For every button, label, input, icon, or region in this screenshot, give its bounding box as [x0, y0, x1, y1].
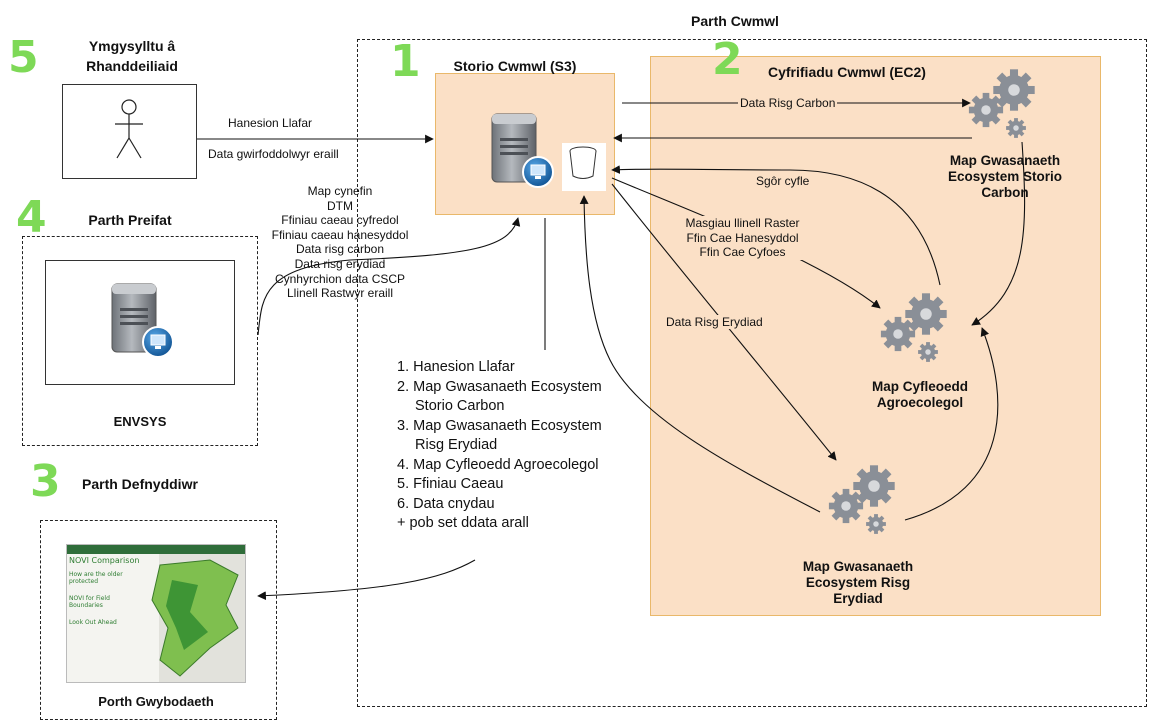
step-number-2: 2	[712, 34, 743, 85]
step-number-1: 1	[390, 36, 421, 87]
erosion-gear-label-line: Erydiad	[833, 591, 883, 606]
portal-heading: NOVI Comparison	[69, 556, 140, 565]
label-erosion-risk: Data Risg Erydiad	[664, 315, 765, 329]
label-other-verifier-data: Data gwirfoddolwyr eraill	[208, 147, 339, 161]
private-data-item: Llinell Rastwyr eraill	[286, 286, 394, 301]
portal-line-1: How are the older	[69, 571, 123, 578]
outputs-list: 1. Hanesion Llafar 2. Map Gwasanaeth Eco…	[397, 358, 602, 534]
label-carbon-risk: Data Risg Carbon	[738, 96, 838, 110]
private-data-item: Ffiniau caeau hanesyddol	[271, 227, 409, 242]
private-data-item: Data risg erydiad	[294, 256, 386, 271]
private-data-item: Map cynefin	[307, 184, 373, 198]
carbon-gear-label-line: Carbon	[981, 185, 1029, 200]
erosion-gear-label-line: Ecosystem Risg	[805, 575, 911, 590]
outputs-list-item: 2. Map Gwasanaeth Ecosystem	[397, 378, 602, 395]
arrow-agro-to-storage	[611, 165, 941, 286]
carbon-gear-label-line: Map Gwasanaeth	[949, 153, 1061, 168]
step-number-3: 3	[30, 456, 61, 507]
outputs-list-item: 4. Map Cyfleoedd Agroecolegol	[397, 456, 599, 473]
storage-server-icon	[491, 113, 554, 188]
portal-map-region	[151, 559, 239, 677]
outputs-list-item: Storio Carbon	[415, 398, 505, 414]
portal-line-4: Boundaries	[69, 602, 103, 609]
compute-title: Cyfrifiadu Cwmwl (EC2)	[768, 64, 926, 80]
arrow-erosion-to-storage	[579, 195, 821, 513]
outputs-list-item: Risg Erydiad	[415, 437, 498, 453]
carbon-gear-icon	[969, 69, 1035, 138]
outputs-list-item: 3. Map Gwasanaeth Ecosystem	[397, 417, 602, 434]
envsys-label: ENVSYS	[113, 414, 167, 429]
carbon-gear-label: Map Gwasanaeth Ecosystem Storio Carbon	[935, 153, 1075, 201]
arrow-carbon-to-agro	[971, 141, 1026, 326]
outputs-list-item: 5. Ffiniau Caeau	[397, 476, 504, 492]
private-data-item: Cynhyrchion data CSCP	[274, 271, 406, 286]
agro-gear-icon	[881, 293, 947, 362]
private-data-item: Data risg carbon	[295, 242, 385, 257]
raster-mask-item: Masgiau llinell Raster	[685, 216, 800, 230]
label-oral-histories: Hanesion Llafar	[228, 116, 313, 130]
portal-sidebar: NOVI Comparison How are the older protec…	[67, 554, 159, 682]
arrow-storage-to-portal	[258, 218, 546, 596]
agro-gear-label-line: Agroecolegol	[876, 395, 964, 410]
stakeholder-title-line2: Rhanddeiliaid	[86, 58, 178, 74]
cloud-domain-title: Parth Cwmwl	[691, 13, 779, 29]
private-domain-box	[22, 236, 258, 446]
erosion-gear-icon	[829, 465, 895, 534]
private-data-item: Ffiniau caeau cyfredol	[281, 213, 399, 228]
cloud-domain-box	[357, 39, 1147, 707]
portal-label: Porth Gwybodaeth	[98, 694, 214, 709]
erosion-gear-label: Map Gwasanaeth Ecosystem Risg Erydiad	[788, 559, 928, 607]
outputs-list-item: 6. Data cnydau	[397, 495, 495, 512]
label-raster-masks: Masgiau llinell Raster Ffin Cae Hanesydd…	[680, 216, 805, 260]
agro-gear-label-line: Map Cyfleoedd	[871, 379, 968, 394]
user-domain-box	[40, 520, 277, 720]
arrow-erosion-to-agro	[904, 327, 999, 521]
agro-gear-label: Map Cyfleoedd Agroecolegol	[850, 379, 990, 411]
envsys-server-icon	[111, 283, 174, 358]
stakeholder-actor-icon	[115, 99, 143, 159]
step-number-5: 5	[8, 32, 39, 83]
outputs-list-item: 1. Hanesion Llafar	[397, 359, 515, 375]
portal-header	[67, 545, 245, 554]
s3-bucket-icon	[562, 143, 606, 191]
step-number-4: 4	[16, 192, 47, 243]
portal-line-2: protected	[69, 578, 99, 585]
raster-mask-item: Ffin Cae Cyfoes	[699, 245, 786, 260]
storage-title: Storio Cwmwl (S3)	[453, 58, 577, 74]
label-private-data: Map cynefin DTM Ffiniau caeau cyfredol F…	[250, 184, 430, 301]
private-domain-title: Parth Preifat	[88, 212, 172, 228]
portal-line-3: NOVI for Field	[69, 595, 110, 602]
outputs-list-item: + pob set ddata arall	[397, 515, 529, 531]
private-data-item: DTM	[327, 198, 353, 213]
raster-mask-item: Ffin Cae Hanesyddol	[686, 230, 799, 245]
label-opportunity-score: Sgôr cyfle	[754, 174, 812, 188]
erosion-gear-label-line: Map Gwasanaeth	[802, 559, 914, 574]
portal-line-5: Look Out Ahead	[69, 619, 117, 626]
user-domain-title: Parth Defnyddiwr	[82, 476, 198, 492]
carbon-gear-label-line: Ecosystem Storio	[947, 169, 1063, 184]
arrow-private-to-storage	[257, 217, 521, 336]
stakeholder-title-line1: Ymgysylltu â	[88, 38, 176, 54]
